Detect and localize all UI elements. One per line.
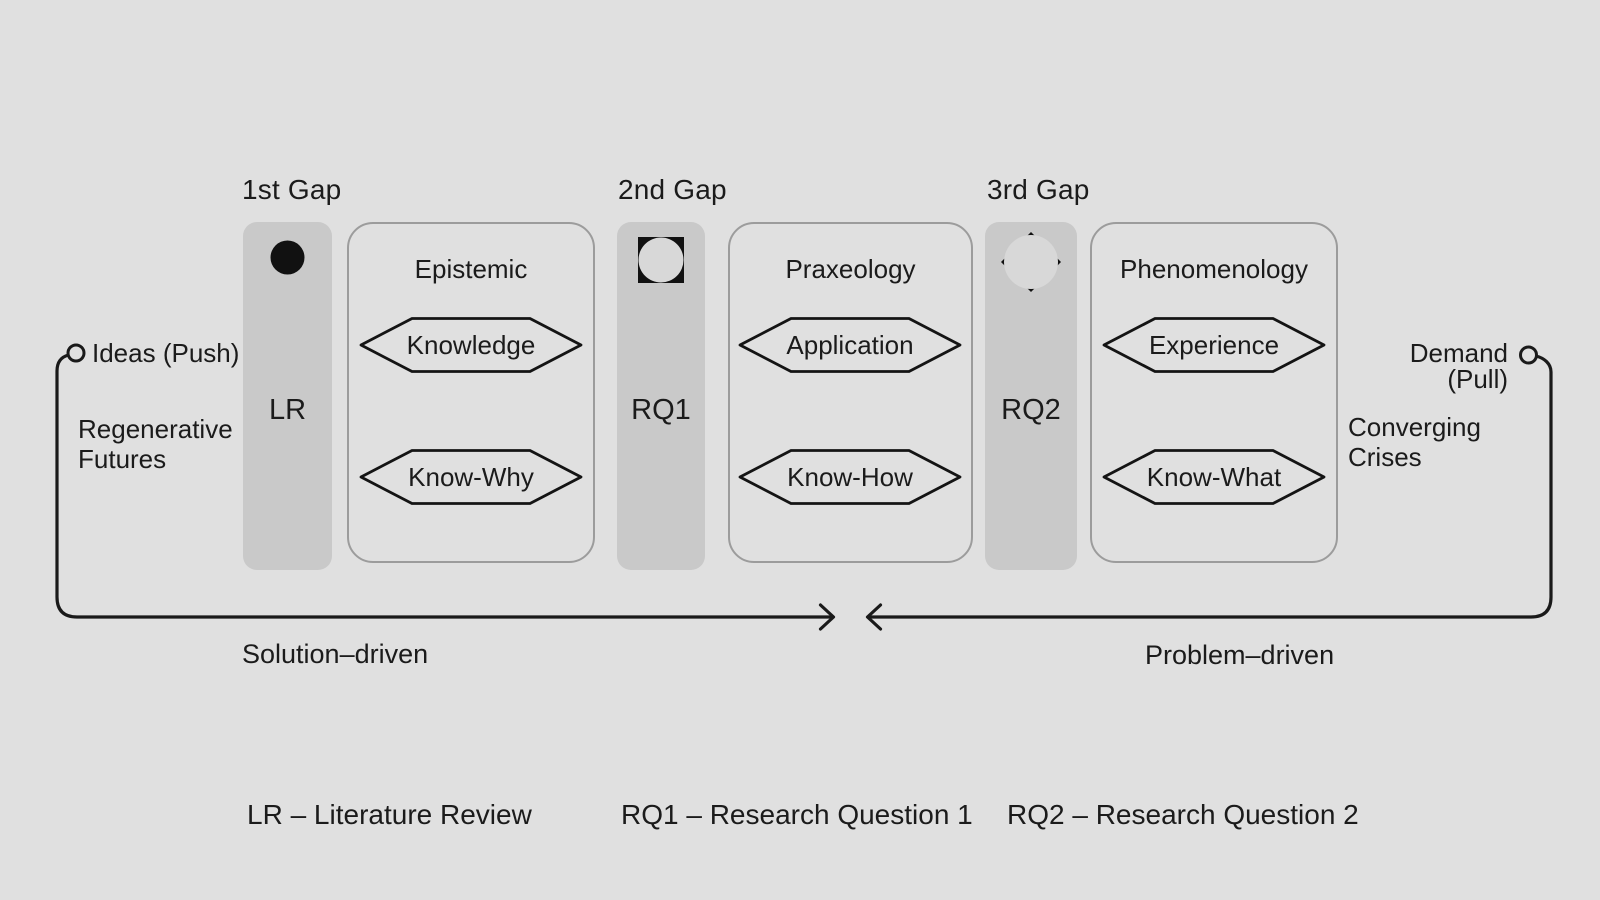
box-title-epistemic: Epistemic <box>414 254 528 284</box>
push-node-circle-icon <box>66 343 86 363</box>
square-knockout-circle-icon <box>638 237 684 283</box>
demand-pull-label: Demand (Pull) <box>1409 338 1508 394</box>
hexagon-label: Know-What <box>1146 462 1282 492</box>
hexagon-label: Application <box>786 330 914 360</box>
legend-lr: LR – Literature Review <box>247 799 532 830</box>
context-line: Regenerative <box>78 414 233 444</box>
hexagon-label: Know-Why <box>408 462 534 492</box>
pillar-label-rq2: RQ2 <box>1001 394 1061 426</box>
box-title-phenomenology: Phenomenology <box>1120 254 1308 284</box>
box-praxeology <box>728 222 973 563</box>
hexagon-know-why: Know-Why <box>359 448 583 506</box>
gap-label-3: 3rd Gap <box>987 174 1090 205</box>
ideas-push-label: Ideas (Push) <box>92 338 240 368</box>
hexagon-experience: Experience <box>1102 316 1326 374</box>
hexagon-know-what: Know-What <box>1102 448 1326 506</box>
legend-rq2: RQ2 – Research Question 2 <box>1007 799 1359 830</box>
hexagon-label: Knowledge <box>406 330 536 360</box>
hexagon-application: Application <box>738 316 962 374</box>
legend-rq1: RQ1 – Research Question 1 <box>621 799 973 830</box>
pillar-label-lr: LR <box>268 394 307 426</box>
regenerative-futures-label: Regenerative Futures <box>78 414 233 474</box>
hexagon-knowledge: Knowledge <box>359 316 583 374</box>
pillar-lr <box>243 222 332 570</box>
box-epistemic <box>347 222 595 563</box>
problem-driven-label: Problem–driven <box>1145 640 1335 670</box>
pillar-label-rq1: RQ1 <box>631 394 691 426</box>
context-line: Crises <box>1348 442 1422 472</box>
hexagon-know-how: Know-How <box>738 448 962 506</box>
arrow-left-icon <box>865 603 883 631</box>
pull-node-circle-icon <box>1519 345 1538 365</box>
context-line: Futures <box>78 444 167 474</box>
context-line: Converging <box>1348 412 1481 442</box>
converging-crises-label: Converging Crises <box>1348 412 1481 472</box>
push-flow-line <box>55 353 832 619</box>
arrow-right-icon <box>818 603 836 631</box>
solution-driven-label: Solution–driven <box>242 639 429 669</box>
gap-label-1: 1st Gap <box>242 174 342 205</box>
hexagon-label: Experience <box>1148 330 1280 360</box>
diamond-knockout-circle-icon <box>1000 231 1062 293</box>
hexagon-label: Know-How <box>787 462 913 492</box>
box-title-praxeology: Praxeology <box>785 254 916 284</box>
pull-flow-line <box>868 354 1553 619</box>
gap-label-2: 2nd Gap <box>618 174 727 205</box>
box-phenomenology <box>1090 222 1338 563</box>
filled-circle-icon <box>270 240 305 275</box>
